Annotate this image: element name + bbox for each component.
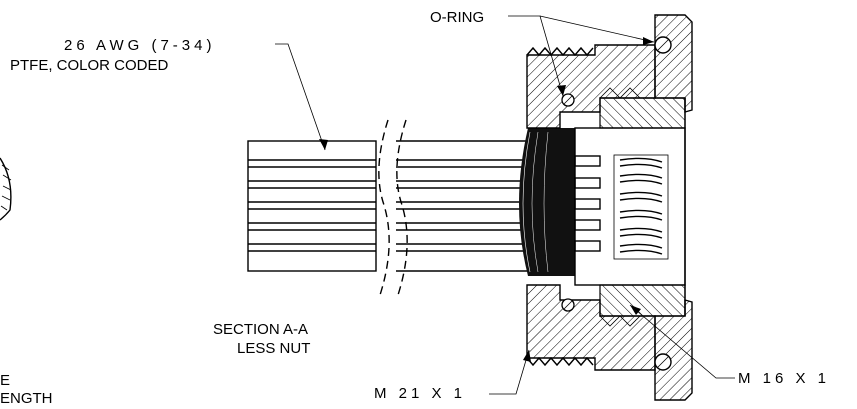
left-partial-knurl (0, 157, 12, 221)
contact-pins (574, 155, 601, 252)
section-title: SECTION A-A (213, 321, 308, 338)
left-partial-label-2: ENGTH (0, 390, 53, 407)
leader-lines (275, 15, 735, 395)
o-ring-seals (561, 36, 672, 371)
inner-insert (574, 97, 686, 317)
potting-bundle (519, 128, 575, 276)
wire-spec-label-line2: PTFE, COLOR CODED (10, 57, 169, 74)
ribbon-cable-right (396, 140, 535, 272)
left-partial-label-1: E (0, 372, 10, 389)
section-subtitle: LESS NUT (237, 340, 310, 357)
cable-break-symbol (378, 119, 408, 296)
m16-thread-label: M 16 X 1 (738, 370, 830, 387)
m21-thread-label: M 21 X 1 (374, 385, 466, 402)
o-ring-label: O-RING (430, 9, 484, 26)
wire-spec-label-line1: 26 AWG (7-34) (64, 37, 215, 54)
spring-sockets (613, 154, 669, 260)
ribbon-cable-left (247, 140, 377, 272)
